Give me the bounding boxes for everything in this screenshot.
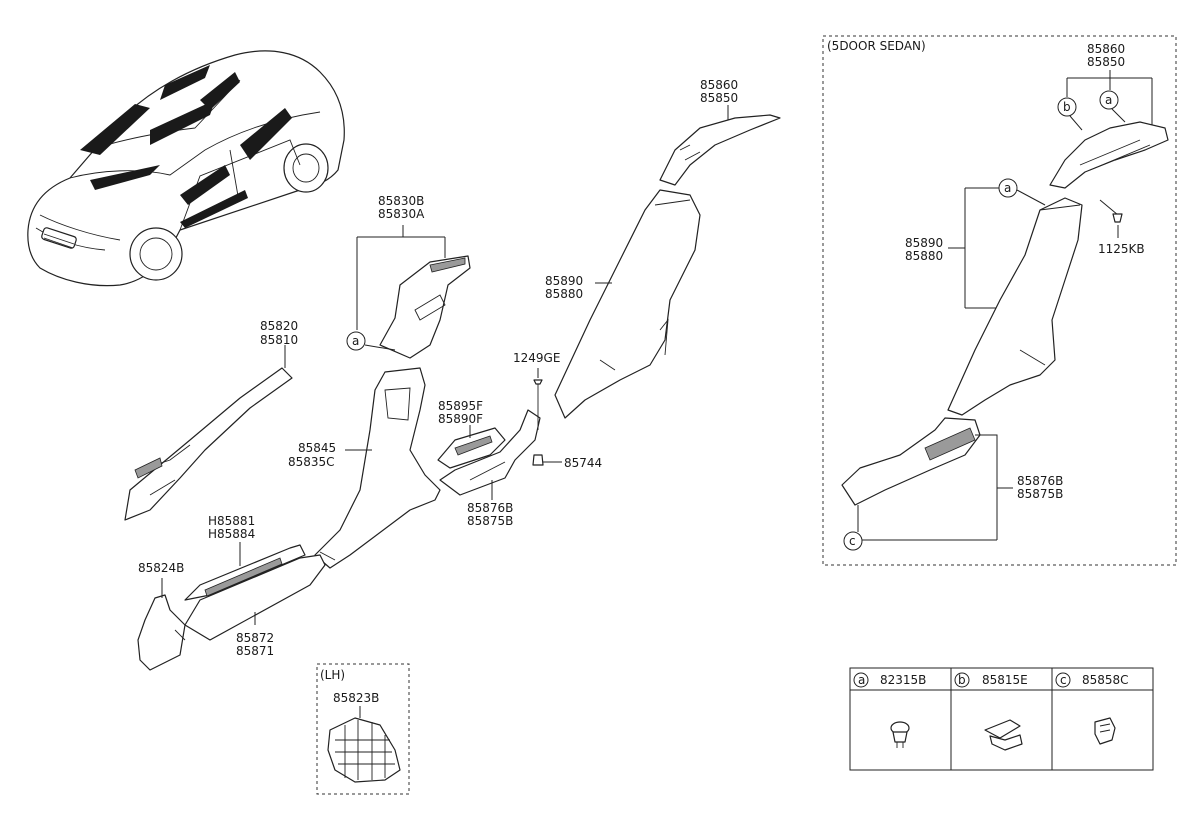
callout-c-5d-letter: c: [849, 534, 856, 548]
label-85890: 85890: [545, 274, 583, 288]
label-85823B: 85823B: [333, 691, 379, 705]
label-85850: 85850: [700, 91, 738, 105]
label-85880-5d: 85880: [905, 249, 943, 263]
five-door-frame-title: (5DOOR SEDAN): [827, 39, 926, 53]
clip-85815E-icon: [984, 719, 1023, 751]
part-85876B-rear-scuff: 85876B 85875B: [439, 409, 541, 528]
callout-b-5d-letter: b: [1063, 100, 1071, 114]
clip-85858C-icon: [1094, 717, 1116, 745]
clip-82315B-icon: [890, 721, 910, 748]
legend-c-circle: [1055, 672, 1071, 688]
label-H85884: H85884: [208, 527, 255, 541]
label-85890F: 85890F: [438, 412, 483, 426]
label-85875B: 85875B: [467, 514, 513, 528]
label-85830B: 85830B: [378, 194, 424, 208]
legend-b-letter: b: [958, 673, 966, 687]
callout-a-85830: [346, 331, 366, 351]
part-1249GE-screw: 1249GE 85744: [513, 351, 602, 470]
label-1249GE: 1249GE: [513, 351, 560, 365]
label-85820: 85820: [260, 319, 298, 333]
legend-a-circle: [853, 672, 869, 688]
five-door-sedan-frame: (5DOOR SEDAN) 85860 85850 b a a 85890 85…: [822, 35, 1177, 566]
label-85810: 85810: [260, 333, 298, 347]
callout-c-5d: [843, 531, 863, 551]
callout-a-5d-pillar-letter: a: [1004, 181, 1011, 195]
label-85872: 85872: [236, 631, 274, 645]
car-illustration: [27, 50, 345, 287]
label-1125KB: 1125KB: [1098, 242, 1145, 256]
legend-b-circle: [954, 672, 970, 688]
part-85890-c-pillar: 85890 85880: [545, 189, 701, 419]
label-85876B-5d: 85876B: [1017, 474, 1063, 488]
label-H85881: H85881: [208, 514, 255, 528]
callout-a-85830-letter: a: [352, 334, 359, 348]
label-85830A: 85830A: [378, 207, 425, 221]
part-85872-door-sill: H85881 H85884 85872 85871: [184, 514, 326, 658]
callout-a-5d-upper: [1099, 90, 1119, 110]
part-85824B-cowl-trim: 85824B: [137, 561, 186, 671]
label-85744: 85744: [564, 456, 602, 470]
part-85860-upper-quarter: 85860 85850: [659, 78, 781, 186]
label-85875B-5d: 85875B: [1017, 487, 1063, 501]
callout-b-5d: [1057, 97, 1077, 117]
label-85895F: 85895F: [438, 399, 483, 413]
label-85880: 85880: [545, 287, 583, 301]
part-85820-a-pillar: 85820 85810: [124, 319, 298, 521]
callout-a-5d-upper-letter: a: [1105, 93, 1112, 107]
legend-a-part: 82315B: [880, 673, 926, 687]
label-85890-5d: 85890: [905, 236, 943, 250]
label-85845: 85845: [298, 441, 336, 455]
label-85860: 85860: [700, 78, 738, 92]
lh-detail-frame: (LH) 85823B: [316, 663, 410, 795]
label-85876B: 85876B: [467, 501, 513, 515]
part-85845-b-pillar-lower: 85845 85835C: [288, 367, 441, 569]
part-85830-b-pillar-upper: 85830B 85830A a: [346, 194, 471, 359]
legend-c-letter: c: [1060, 673, 1067, 687]
legend-a-letter: a: [858, 673, 865, 687]
legend-b-part: 85815E: [982, 673, 1028, 687]
label-85850-5d: 85850: [1087, 55, 1125, 69]
label-85824B: 85824B: [138, 561, 184, 575]
part-85895F-scuff: 85895F 85890F: [437, 399, 506, 469]
label-85871: 85871: [236, 644, 274, 658]
fastener-legend-table: a 82315B b 85815E c 85858C: [849, 667, 1154, 771]
label-85860-5d: 85860: [1087, 42, 1125, 56]
lh-frame-title: (LH): [320, 668, 345, 682]
label-85835C: 85835C: [288, 455, 335, 469]
legend-c-part: 85858C: [1082, 673, 1129, 687]
